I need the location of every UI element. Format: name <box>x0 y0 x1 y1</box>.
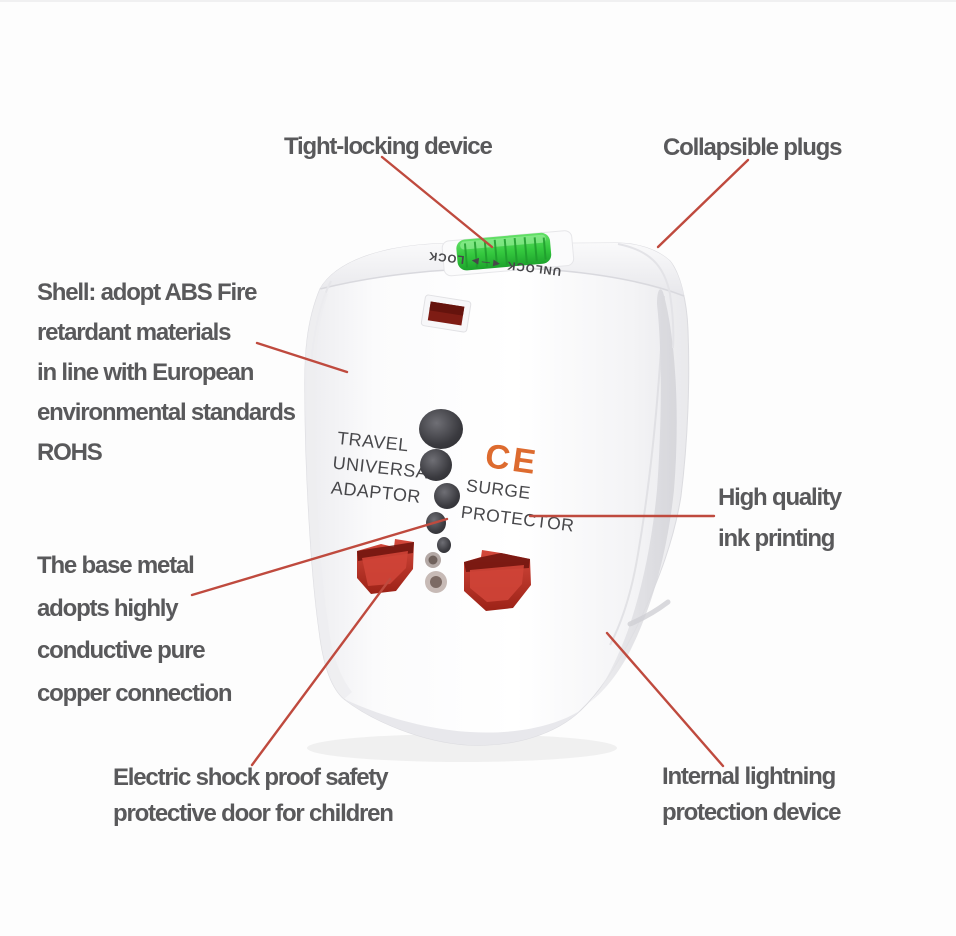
label-line: retardant materials <box>37 319 231 346</box>
label-line: Tight-locking device <box>284 133 493 160</box>
socket-center-slot <box>419 409 463 553</box>
label-line: ink printing <box>718 525 835 552</box>
label-line: Internal lightning <box>662 763 836 790</box>
label-line: in line with European <box>37 359 254 386</box>
callout-line-shell-abs <box>255 341 349 374</box>
callout-lines <box>190 155 750 768</box>
ce-mark: CE <box>483 437 541 482</box>
label-shock-proof-door: Electric shock proof safety protective d… <box>113 760 394 832</box>
label-line: protection device <box>662 799 842 826</box>
left-edge-shading <box>304 289 352 699</box>
socket-slot-right <box>464 550 531 611</box>
label-line: The base metal <box>37 552 195 579</box>
corner-crease-right <box>617 243 675 349</box>
label-ink-printing: High quality ink printing <box>718 477 842 559</box>
label-lightning-protection: Internal lightning protection device <box>662 759 842 831</box>
label-line: protective door for children <box>113 800 394 827</box>
label-line: copper connection <box>37 679 232 707</box>
label-tight-locking-device: Tight-locking device <box>284 132 493 162</box>
callout-line-lightning <box>605 631 725 768</box>
label-line: adopts highly <box>37 594 179 622</box>
callout-line-shock-proof <box>250 577 392 767</box>
socket-slot-left <box>357 539 414 594</box>
socket-pin-holes <box>425 552 447 593</box>
lock-slider <box>441 230 575 277</box>
label-line: High quality <box>718 484 842 511</box>
label-line: conductive pure <box>37 637 206 664</box>
label-shell-abs-materials: Shell: adopt ABS Fire retardant material… <box>37 273 296 473</box>
label-base-metal-copper: The base metal adopts highly conductive … <box>37 545 232 715</box>
label-line: Collapsible plugs <box>663 134 842 161</box>
label-line: ROHS <box>37 439 103 466</box>
device-shadow <box>307 734 617 762</box>
label-line: environmental standards <box>37 399 296 426</box>
callout-line-base-metal <box>190 517 449 597</box>
adaptor-top-face <box>320 243 684 296</box>
label-line: Electric shock proof safety <box>113 764 389 791</box>
label-collapsible-plugs: Collapsible plugs <box>663 133 842 163</box>
front-side-crease <box>609 295 665 646</box>
label-line: Shell: adopt ABS Fire <box>37 279 257 306</box>
side-plug-slot <box>627 599 671 627</box>
indicator-window <box>420 294 472 333</box>
callout-line-collapsible-plugs <box>656 158 750 249</box>
bottom-edge-shading <box>344 699 581 746</box>
callout-line-tight-locking <box>380 155 494 249</box>
